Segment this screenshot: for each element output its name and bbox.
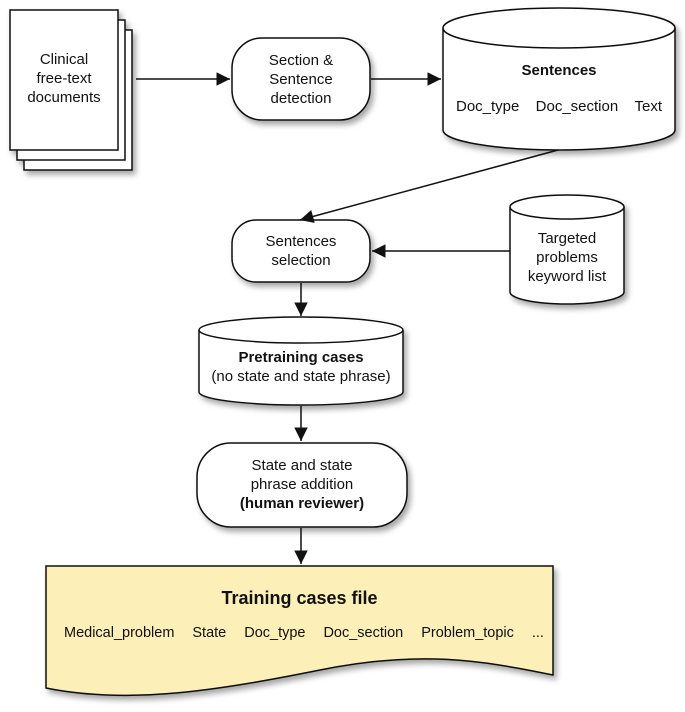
state-addition-line-2: phrase addition: [250, 476, 354, 493]
training-file-shape: [45, 565, 554, 697]
sentences-db-title: Sentences: [521, 62, 597, 79]
training-field-problem-topic: Problem_topic: [421, 625, 514, 641]
pretraining-cylinder: [198, 316, 404, 406]
docs-line-1: Clinical: [39, 51, 89, 68]
section-detection-line-2: Sentence: [269, 71, 333, 88]
state-addition-reviewer: (human reviewer): [239, 495, 365, 512]
pretraining-label: Pretraining cases (no state and state ph…: [199, 348, 403, 386]
keyword-list-label: Targeted problems keyword list: [510, 229, 624, 286]
pretraining-title: Pretraining cases: [238, 349, 364, 366]
document-stack-icon: [9, 9, 133, 171]
docs-line-2: free-text: [36, 70, 92, 87]
sentences-db-fields: Doc_type Doc_section Text: [456, 97, 662, 116]
state-addition-line-1: State and state: [251, 457, 353, 474]
sentence-selection-line-2: selection: [271, 252, 331, 269]
sentence-selection-label: Sentences selection: [232, 232, 370, 270]
keyword-list-line-1: Targeted: [537, 230, 597, 247]
keyword-list-cylinder: [509, 194, 625, 305]
sentences-field-text: Text: [634, 98, 662, 115]
training-field-doc-type: Doc_type: [244, 625, 306, 641]
keyword-list-line-3: keyword list: [527, 268, 607, 285]
section-detection-line-1: Section &: [268, 52, 334, 69]
training-field-medical-problem: Medical_problem: [64, 625, 175, 641]
state-addition-label: State and state phrase addition (human r…: [197, 456, 407, 513]
state-addition-node: [196, 442, 408, 528]
arrow-sentences-to-selection: [299, 149, 559, 223]
sentence-selection-line-1: Sentences: [265, 233, 337, 250]
training-file-title: Training cases file: [221, 588, 378, 608]
sentences-field-doc-section: Doc_section: [535, 98, 619, 115]
sentences-field-doc-type: Doc_type: [456, 98, 520, 115]
pretraining-subtitle: (no state and state phrase): [211, 368, 391, 385]
keyword-list-line-2: problems: [536, 249, 598, 266]
training-field-ellipsis: ...: [531, 625, 544, 641]
docs-line-3: documents: [27, 89, 101, 106]
section-detection-line-3: detection: [270, 90, 332, 107]
training-field-doc-section: Doc_section: [323, 625, 404, 641]
section-detection-label: Section & Sentence detection: [232, 51, 370, 108]
training-field-state: State: [192, 625, 227, 641]
sentences-db-cylinder: [442, 7, 676, 151]
docs-label: Clinical free-text documents: [10, 50, 118, 107]
training-file-fields: Medical_problem State Doc_type Doc_secti…: [64, 624, 544, 643]
section-detection-node: [231, 37, 371, 121]
